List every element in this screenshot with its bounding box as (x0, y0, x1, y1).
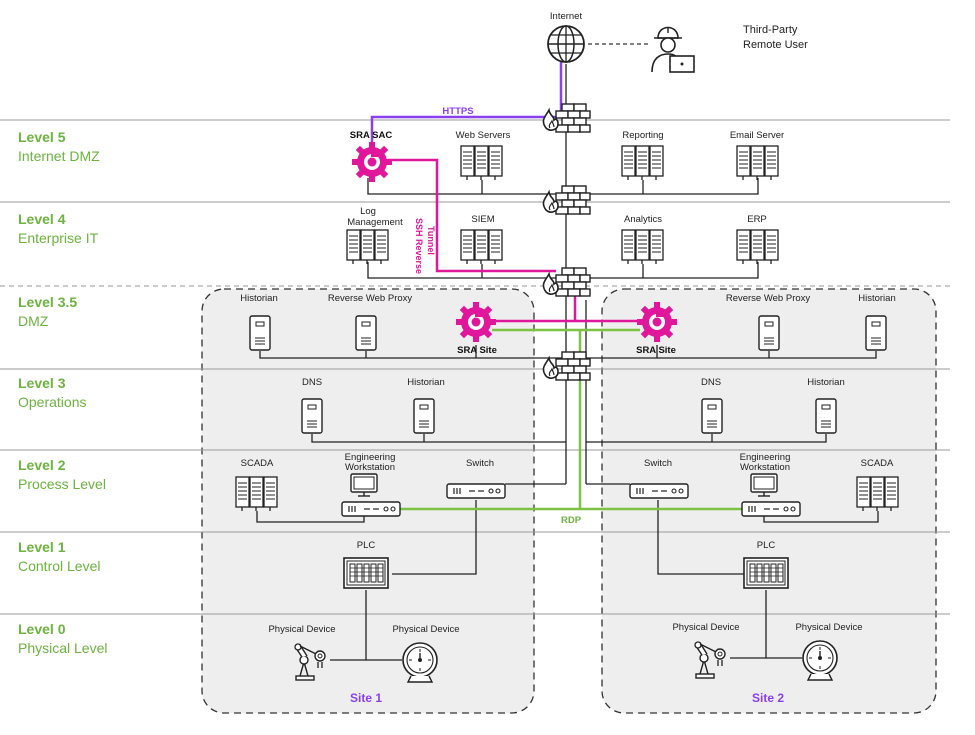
site2-plc-icon (743, 557, 789, 589)
site1-physical-device-1-label: Physical Device (268, 624, 336, 635)
site2-sra-site-label: SRA Site (636, 345, 676, 356)
site1-historian-icon (249, 315, 271, 351)
site2-eng-ws-label-1: Engineering (739, 452, 791, 463)
level4-subtitle: Enterprise IT (18, 230, 99, 246)
site2-scada-icon (856, 476, 899, 512)
level2-title: Level 2 (18, 457, 66, 473)
web-servers-label: Web Servers (455, 130, 511, 141)
site2-historian-label: Historian (858, 293, 896, 304)
email-server-label: Email Server (729, 130, 785, 141)
site1-historian-ops-label: Historian (407, 377, 445, 388)
site2-reverse-proxy-label: Reverse Web Proxy (725, 293, 811, 304)
level5-subtitle: Internet DMZ (18, 148, 100, 164)
ssh-tunnel-label-1: SSH Reverse (414, 218, 424, 275)
rdp-label: RDP (560, 515, 582, 526)
site1-historian-label: Historian (240, 293, 278, 304)
erp-label: ERP (747, 214, 767, 225)
site2-historian-icon (865, 315, 887, 351)
site2-switch-label: Switch (644, 458, 672, 469)
site1-historian-ops-icon (413, 398, 435, 434)
level3-title: Level 3 (18, 375, 66, 391)
site1-dns-label: DNS (301, 377, 323, 388)
site1-eng-ws-label-2: Workstation (345, 462, 395, 473)
level-separators (0, 119, 950, 615)
remote-user-icon (651, 26, 695, 73)
site2-plc-label: PLC (756, 540, 776, 551)
site1-eng-ws-label-1: Engineering (344, 452, 396, 463)
site2-physical-device-1-label: Physical Device (672, 622, 740, 633)
site1-reverse-proxy-icon (355, 315, 377, 351)
site2-eng-ws-label-2: Workstation (740, 462, 790, 473)
site2-workstation-switch-icon (741, 501, 801, 517)
sra-sac-icon (352, 142, 392, 182)
site2-boundary (601, 288, 937, 714)
sra-sac-label: SRA SAC (349, 130, 393, 141)
site1-switch-icon (446, 483, 506, 499)
site1-sra-site-label: SRA Site (457, 345, 497, 356)
internet-globe-icon (547, 25, 585, 63)
site2-dns-label: DNS (700, 377, 722, 388)
firewall-icon (542, 185, 591, 215)
site2-historian-ops-icon (815, 398, 837, 434)
level2-subtitle: Process Level (18, 476, 106, 492)
site1-sra-site-icon (456, 302, 496, 342)
siem-label: SIEM (471, 214, 495, 225)
site2-switch-icon (629, 483, 689, 499)
erp-icon (736, 229, 779, 265)
site2-reverse-proxy-icon (758, 315, 780, 351)
site2-name: Site 2 (751, 691, 785, 705)
log-mgmt-label-1: Log (360, 206, 376, 217)
level5-title: Level 5 (18, 129, 66, 145)
log-mgmt-label-2: Management (347, 217, 403, 228)
site1-name: Site 1 (349, 691, 383, 705)
level1-title: Level 1 (18, 539, 66, 555)
site1-plc-icon (343, 557, 389, 589)
internet-label: Internet (549, 11, 583, 22)
siem-icon (460, 229, 503, 265)
site2-sra-site-icon (637, 302, 677, 342)
site1-scada-icon (235, 476, 278, 512)
site1-boundary (201, 288, 535, 714)
firewall-icon (542, 103, 591, 133)
analytics-label: Analytics (623, 214, 663, 225)
remote-user-label-2: Remote User (743, 39, 808, 51)
log-management-icon (346, 229, 389, 265)
site1-switch-label: Switch (466, 458, 494, 469)
reporting-label: Reporting (622, 130, 664, 141)
site2-dns-icon (701, 398, 723, 434)
analytics-icon (621, 229, 664, 265)
site1-scada-label: SCADA (240, 458, 274, 469)
site1-workstation-switch-icon (341, 501, 401, 517)
level1-subtitle: Control Level (18, 558, 101, 574)
site1-reverse-proxy-label: Reverse Web Proxy (327, 293, 413, 304)
https-label: HTTPS (442, 106, 474, 117)
site2-historian-ops-label: Historian (807, 377, 845, 388)
level0-title: Level 0 (18, 621, 66, 637)
level0-subtitle: Physical Level (18, 640, 108, 656)
remote-user-label-1: Third-Party (743, 24, 798, 36)
site1-plc-label: PLC (356, 540, 376, 551)
reporting-server-icon (621, 145, 664, 181)
site1-physical-device-2-label: Physical Device (392, 624, 460, 635)
email-server-icon (736, 145, 779, 181)
web-servers-icon (460, 145, 503, 181)
firewall-icon (542, 351, 591, 381)
ssh-tunnel-label-2: Tunnel (426, 226, 436, 255)
site1-dns-icon (301, 398, 323, 434)
site2-scada-label: SCADA (860, 458, 894, 469)
site2-physical-device-2-label: Physical Device (795, 622, 863, 633)
level3-subtitle: Operations (18, 394, 87, 410)
level35-title: Level 3.5 (18, 294, 78, 310)
level4-title: Level 4 (18, 211, 66, 227)
level35-subtitle: DMZ (18, 313, 49, 329)
